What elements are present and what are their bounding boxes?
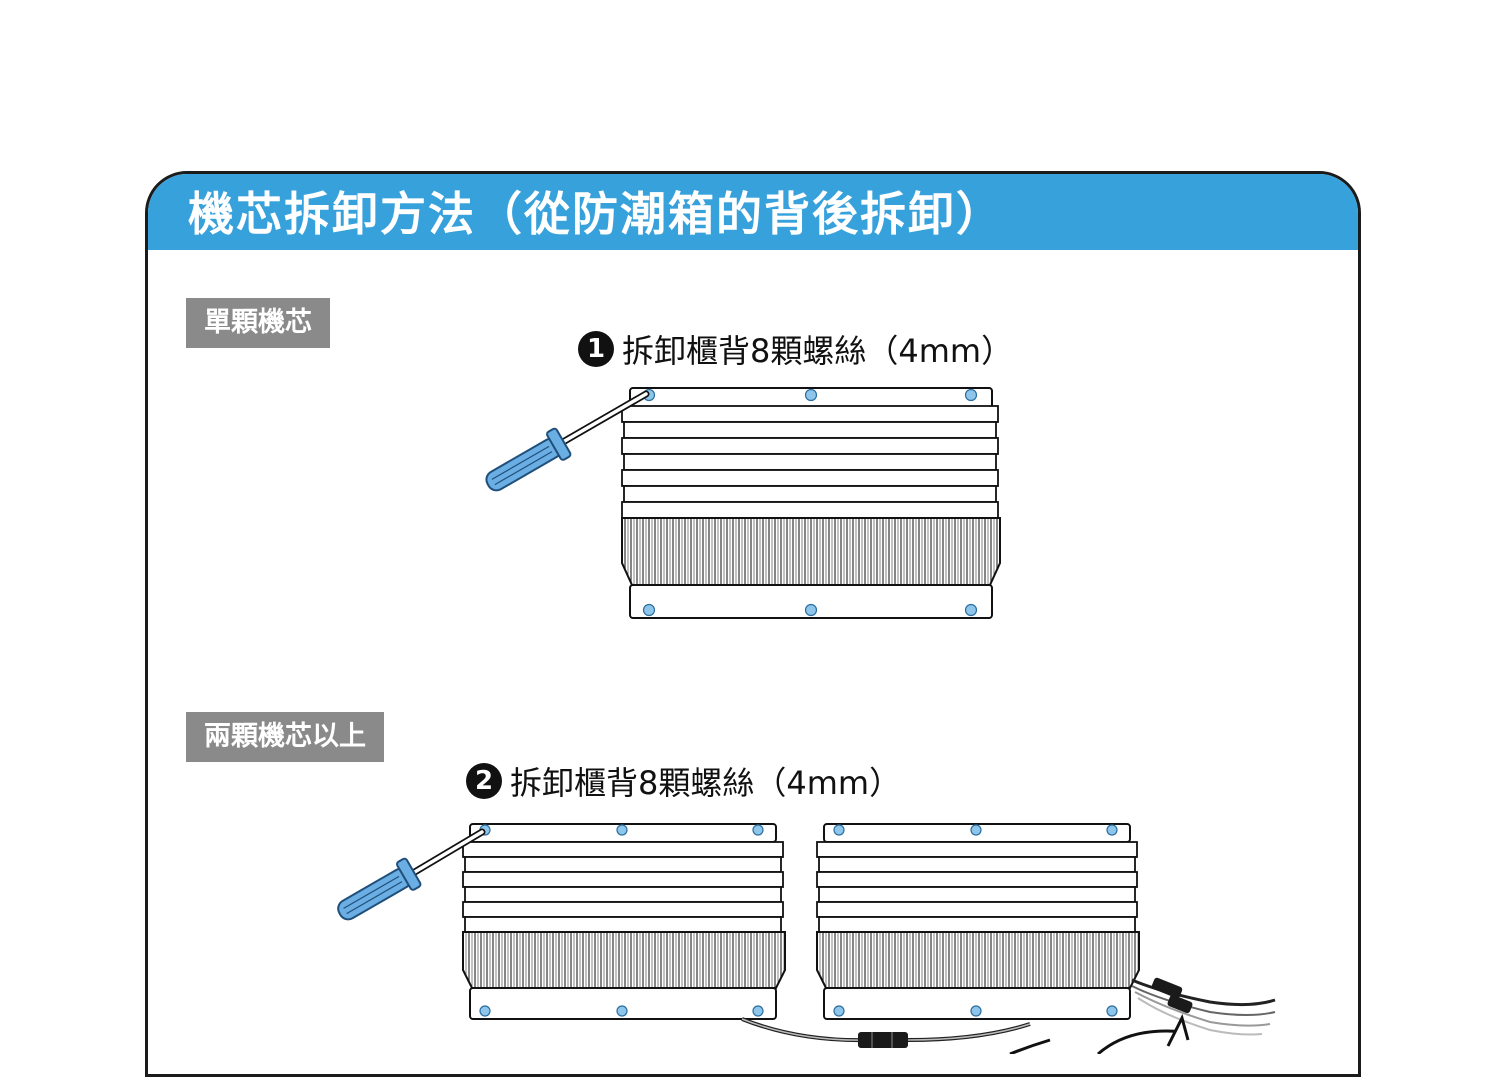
screw-icon bbox=[642, 603, 656, 617]
heatsink-unit bbox=[462, 823, 786, 1020]
screw-icon bbox=[752, 1005, 764, 1017]
screw-icon bbox=[1106, 824, 1118, 836]
screwdriver-icon bbox=[337, 828, 486, 921]
page-title: 機芯拆卸方法（從防潮箱的背後拆卸） bbox=[188, 187, 1004, 241]
heatsink-unit bbox=[816, 823, 1140, 1020]
screw-icon bbox=[970, 824, 982, 836]
screw-icon bbox=[833, 824, 845, 836]
step-1-caption: 1 拆卸櫃背8顆螺絲（4mm） bbox=[578, 326, 1013, 372]
screw-icon bbox=[1106, 1005, 1118, 1017]
screwdriver-icon bbox=[485, 390, 650, 492]
screw-icon bbox=[479, 1005, 491, 1017]
screw-icon bbox=[964, 388, 978, 402]
panel-header: 機芯拆卸方法（從防潮箱的背後拆卸） bbox=[148, 174, 1358, 250]
illustrations bbox=[337, 387, 1276, 1054]
screw-icon bbox=[616, 824, 628, 836]
step-number-badge: 1 bbox=[578, 331, 614, 367]
heatsink-unit bbox=[621, 387, 1001, 619]
screw-icon bbox=[970, 1005, 982, 1017]
cable-connector bbox=[741, 977, 1276, 1054]
screw-icon bbox=[833, 1005, 845, 1017]
step-2-caption: 2 拆卸櫃背8顆螺絲（4mm） bbox=[466, 758, 901, 804]
screw-icon bbox=[752, 824, 764, 836]
section-label-single: 單顆機芯 bbox=[186, 298, 330, 348]
screw-icon bbox=[964, 603, 978, 617]
step-number-badge: 2 bbox=[466, 763, 502, 799]
screw-icon bbox=[616, 1005, 628, 1017]
section-label-multiple: 兩顆機芯以上 bbox=[186, 712, 384, 762]
step-text: 拆卸櫃背8顆螺絲（4mm） bbox=[510, 764, 902, 802]
screw-icon bbox=[804, 603, 818, 617]
step-text: 拆卸櫃背8顆螺絲（4mm） bbox=[622, 332, 1014, 370]
screw-icon bbox=[804, 388, 818, 402]
